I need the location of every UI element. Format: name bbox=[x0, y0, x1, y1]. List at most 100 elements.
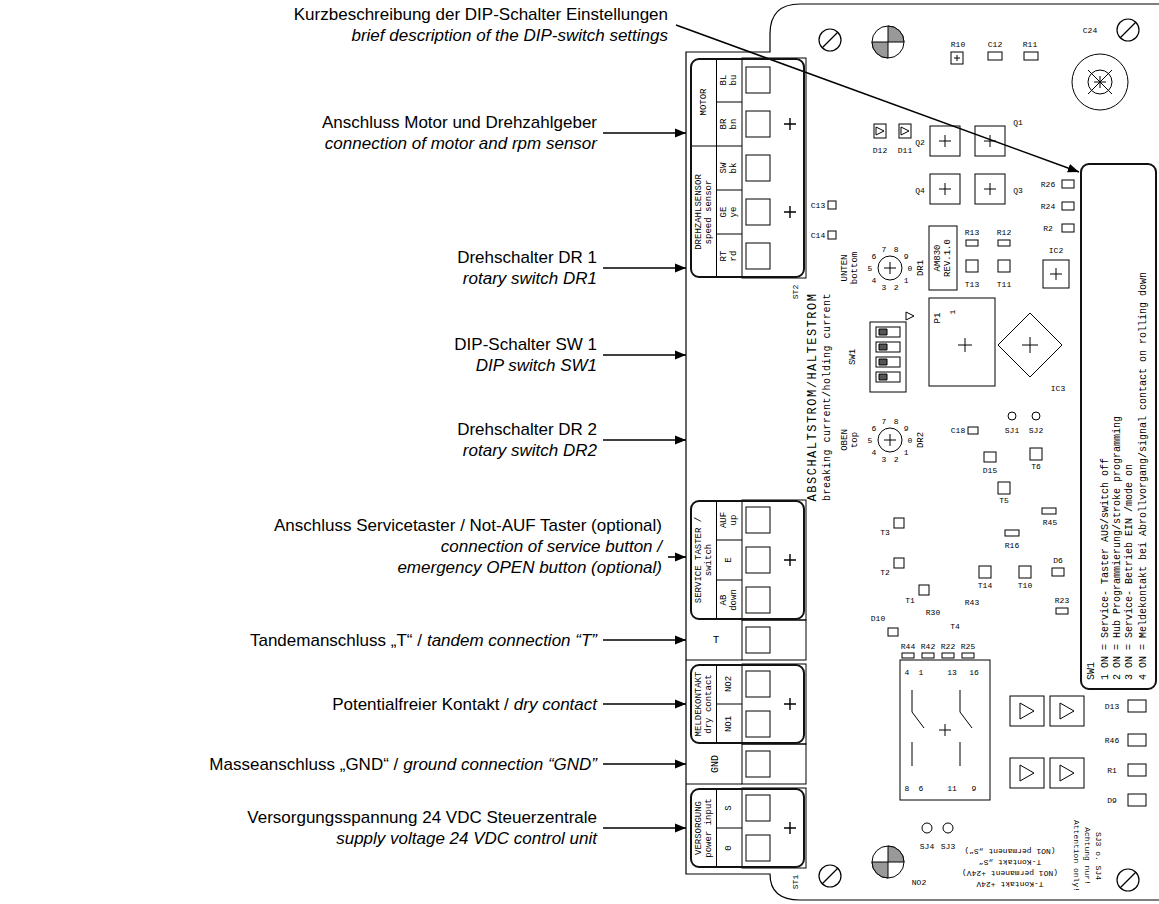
fiducial-mark bbox=[888, 26, 904, 42]
pcb-component bbox=[1056, 608, 1068, 614]
pcb-component bbox=[1005, 530, 1019, 536]
pcb-component bbox=[1020, 703, 1034, 719]
dial-digit: 2 bbox=[894, 283, 899, 292]
switch-ref: SW1 bbox=[848, 349, 858, 365]
pcb-component bbox=[902, 653, 914, 658]
component-ref: T14 bbox=[978, 581, 992, 590]
component-ref: T13 bbox=[965, 280, 979, 289]
terminal-heading: DREHZAHLSENSOR speed sensor bbox=[694, 167, 714, 257]
callout-text: tandem connection “T” bbox=[427, 630, 597, 651]
callout-text: connection of motor and rpm sensor bbox=[325, 133, 597, 154]
component-ref: Q2 bbox=[915, 138, 925, 147]
pcb-component bbox=[1088, 70, 1112, 94]
dial-digit: 8 bbox=[894, 244, 899, 253]
jumper-note: T-Kontakt +24V bbox=[976, 880, 1043, 889]
pcb-component bbox=[1128, 734, 1146, 746]
component-ref: R42 bbox=[921, 642, 935, 651]
terminal-block bbox=[746, 507, 770, 533]
component-ref: 1 bbox=[919, 668, 924, 677]
pin-label: 0 bbox=[724, 836, 734, 860]
pin-number: 1 bbox=[948, 310, 957, 315]
terminal-block bbox=[746, 587, 770, 613]
component-ref: C12 bbox=[988, 40, 1002, 49]
terminal-block bbox=[746, 67, 770, 93]
component-ref: SJ2 bbox=[1029, 426, 1043, 435]
pcb-component bbox=[1050, 696, 1084, 726]
pcb-component bbox=[998, 240, 1010, 246]
dial-digit: 1 bbox=[904, 275, 909, 284]
silkscreen-label: UNTEN bottom bbox=[840, 248, 860, 288]
component-ref: R16 bbox=[1005, 541, 1019, 550]
pcb-component bbox=[1019, 566, 1031, 578]
callout-text: Anschluss Servicetaster / Not-AUF Taster… bbox=[274, 515, 662, 536]
component-ref: 13 bbox=[947, 668, 957, 677]
callout-text: rotary switch DR2 bbox=[463, 440, 597, 461]
mounting-hole bbox=[819, 19, 1139, 891]
terminal-heading: MOTOR bbox=[699, 60, 709, 144]
pin-label: E bbox=[724, 548, 734, 572]
pcb-component bbox=[1043, 260, 1069, 288]
terminal-block bbox=[742, 664, 806, 744]
terminal-block bbox=[746, 835, 770, 861]
connector-ref: ST2 bbox=[791, 285, 800, 299]
dial-digit: 2 bbox=[894, 455, 899, 464]
terminal-heading: SERVICE TASTER / switch bbox=[694, 505, 714, 615]
component-ref: R23 bbox=[1055, 596, 1069, 605]
strip-divider bbox=[716, 704, 742, 705]
strip-divider bbox=[716, 190, 742, 191]
terminal-heading: VERSORGUNG power input bbox=[694, 793, 714, 863]
component-ref: D6 bbox=[1053, 556, 1063, 565]
callout-text: DIP-Schalter SW 1 bbox=[454, 334, 597, 355]
leader-arrow bbox=[603, 25, 1079, 828]
dial-digit: 0 bbox=[908, 436, 913, 445]
component-ref: T5 bbox=[999, 496, 1009, 505]
component-ref: Q1 bbox=[1013, 118, 1023, 127]
fiducial-mark bbox=[872, 42, 888, 58]
strip-divider bbox=[686, 784, 742, 785]
leader-arrow bbox=[603, 267, 686, 269]
strip-divider bbox=[716, 500, 717, 620]
pcb-component bbox=[939, 135, 951, 147]
pcb-component bbox=[939, 724, 951, 736]
pin-label: SW bk bbox=[719, 156, 739, 180]
strip-divider bbox=[716, 540, 742, 541]
terminal-group: MOTORBL buBR bnDREHZAHLSENSOR speed sens… bbox=[690, 58, 805, 278]
pcb-component bbox=[1088, 70, 1112, 94]
pin-label: S bbox=[724, 796, 734, 820]
terminal-block bbox=[746, 671, 770, 697]
setting-text: SW1 bbox=[1086, 180, 1098, 680]
pcb-component bbox=[998, 313, 1062, 377]
dial-digit: 3 bbox=[881, 455, 886, 464]
pin-label: BL bu bbox=[719, 68, 739, 92]
pcb-component bbox=[906, 312, 914, 320]
component-ref: R44 bbox=[901, 642, 915, 651]
dial-digit: 9 bbox=[904, 252, 909, 261]
callout-text: Kurzbeschreibung der DIP-Schalter Einste… bbox=[294, 4, 668, 25]
component-ref: T11 bbox=[997, 280, 1011, 289]
callout-text: supply voltage 24 VDC control unit bbox=[336, 828, 597, 849]
connector-ref: ST1 bbox=[791, 875, 800, 889]
pcb-component bbox=[1062, 202, 1074, 210]
jumper-note: Achtung nur! bbox=[1083, 827, 1092, 885]
strip-divider bbox=[716, 234, 742, 235]
component-ref: IC2 bbox=[1049, 246, 1063, 255]
pcb-component bbox=[1072, 54, 1128, 110]
terminal-block bbox=[746, 111, 770, 137]
pcb-component bbox=[966, 240, 978, 246]
pcb-component bbox=[929, 226, 957, 290]
pcb-component bbox=[899, 124, 911, 138]
dial-digit: 4 bbox=[871, 275, 876, 284]
mounting-hole bbox=[1117, 19, 1139, 41]
component-ref: R22 bbox=[941, 642, 955, 651]
component-ref: SJ3 bbox=[941, 842, 955, 851]
terminal-label: T bbox=[713, 634, 720, 647]
callout-text: connection of service button / bbox=[441, 536, 662, 557]
component-ref: R45 bbox=[1043, 518, 1057, 527]
callout-text: Tandemanschluss „T“ / bbox=[250, 630, 422, 651]
mounting-hole bbox=[822, 868, 838, 884]
terminal-heading: MELDEKONTAKT dry contact bbox=[694, 669, 714, 739]
component-ref: R1 bbox=[1107, 766, 1117, 775]
pcb-component bbox=[828, 52, 1146, 833]
pcb-component bbox=[874, 124, 886, 138]
leader-arrow bbox=[603, 439, 686, 441]
